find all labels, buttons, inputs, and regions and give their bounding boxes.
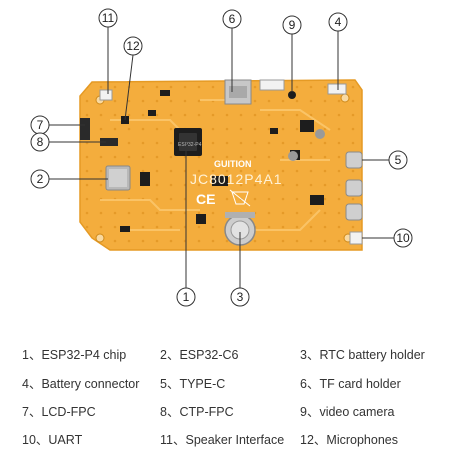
- board-model-label: JC8012P4A1: [190, 171, 283, 187]
- callout-5: 5: [388, 150, 408, 170]
- svg-text:9: 9: [289, 18, 296, 32]
- legend: 1、ESP32-P4 chip 2、ESP32-C6 3、RTC battery…: [0, 336, 456, 461]
- callout-10: 10: [393, 228, 413, 248]
- legend-item-2: 2、ESP32-C6: [160, 348, 239, 362]
- callout-3: 3: [230, 287, 250, 307]
- uart-connector-component: [349, 231, 363, 245]
- svg-text:4: 4: [335, 15, 342, 29]
- legend-item-1: 1、ESP32-P4 chip: [22, 348, 127, 362]
- recycle-mark-icon: [229, 189, 251, 207]
- esp32-c6-component: [105, 165, 131, 191]
- ce-mark-icon: CE: [196, 191, 215, 207]
- svg-text:7: 7: [37, 118, 44, 132]
- svg-text:6: 6: [229, 12, 236, 26]
- camera-connector-component: [259, 79, 296, 99]
- callout-6: 6: [222, 9, 242, 29]
- svg-text:CE: CE: [196, 191, 215, 207]
- pcb-board: [79, 79, 363, 251]
- legend-item-3: 3、RTC battery holder: [300, 348, 425, 362]
- callout-12: 12: [123, 36, 143, 56]
- esp32-p4-chip-component: [174, 128, 202, 156]
- callout-1: 1: [176, 287, 196, 307]
- legend-item-9: 9、video camera: [300, 405, 395, 419]
- callout-9: 9: [282, 15, 302, 35]
- svg-text:3: 3: [237, 290, 244, 304]
- svg-text:10: 10: [396, 231, 410, 245]
- legend-item-7: 7、LCD-FPC: [22, 405, 96, 419]
- speaker-interface-component: [99, 89, 113, 101]
- capacitors: [288, 129, 325, 161]
- callout-2: 2: [30, 169, 50, 189]
- svg-text:11: 11: [102, 11, 115, 25]
- lcd-fpc-component: [80, 118, 90, 140]
- svg-text:5: 5: [395, 153, 402, 167]
- brand-logo: GUITION: [214, 159, 252, 169]
- board-diagram: GUITION JC8012P4A1 ESP32-P4 CE 1 2 3: [30, 8, 413, 307]
- type-c-ports-component: [345, 151, 363, 221]
- callout-11: 11: [98, 8, 118, 28]
- svg-text:1: 1: [183, 290, 190, 304]
- svg-text:2: 2: [37, 172, 44, 186]
- legend-item-11: 11、Speaker Interface: [160, 433, 285, 447]
- ctp-fpc-component: [100, 138, 118, 146]
- legend-item-6: 6、TF card holder: [300, 377, 401, 391]
- legend-item-8: 8、CTP-FPC: [160, 405, 234, 419]
- svg-text:12: 12: [126, 39, 140, 53]
- legend-item-4: 4、Battery connector: [22, 377, 140, 391]
- callout-7: 7: [30, 115, 50, 135]
- legend-item-12: 12、Microphones: [300, 433, 398, 447]
- tf-card-holder-component: [224, 79, 252, 105]
- legend-item-10: 10、UART: [22, 433, 83, 447]
- callout-4: 4: [328, 12, 348, 32]
- svg-text:8: 8: [37, 135, 44, 149]
- callout-8: 8: [30, 132, 50, 152]
- chip-marking: ESP32-P4: [178, 142, 202, 148]
- legend-item-5: 5、TYPE-C: [160, 377, 226, 391]
- callout-lines: [48, 27, 394, 288]
- battery-connector-component: [327, 83, 347, 95]
